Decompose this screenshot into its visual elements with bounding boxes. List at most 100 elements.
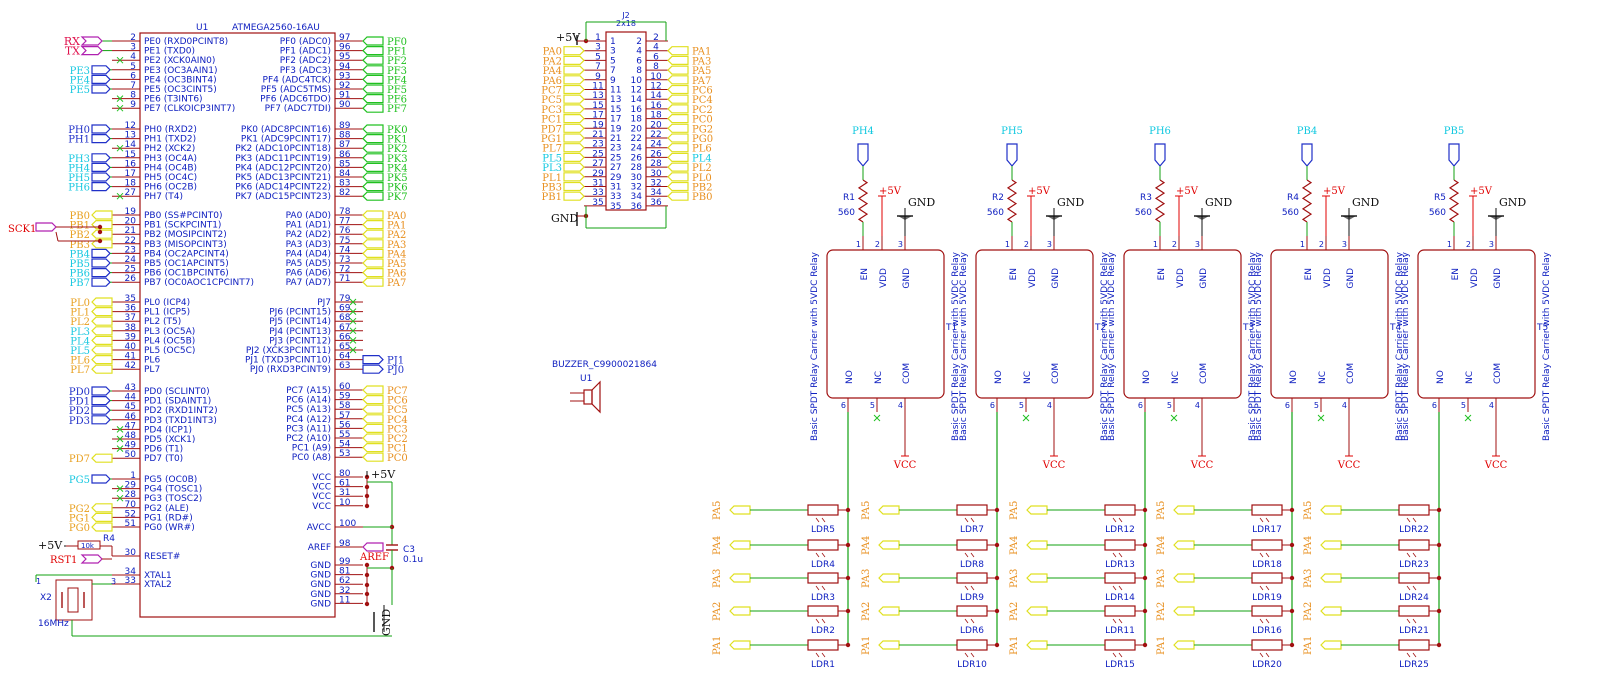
net-label: PA1 (692, 47, 711, 58)
net-label-flag (729, 505, 751, 515)
pin-number: 59 (339, 392, 351, 402)
relay-T5-body (1417, 249, 1536, 399)
pin-name: 36 (631, 202, 643, 212)
net-label: PG2 (692, 124, 713, 135)
net-label: PD3 (69, 416, 90, 427)
power-label: +5V (1176, 186, 1199, 197)
net-label: PJ0 (387, 365, 404, 376)
net-label-flag (362, 355, 384, 365)
net-label: PB2 (70, 230, 90, 241)
pin-name: PJ7 (317, 298, 331, 308)
pin-name: PK2 (ADC10PCINT18) (235, 144, 331, 154)
ldr-arrow (1112, 618, 1117, 624)
net-label-flag (91, 182, 111, 192)
pin-number: 26 (125, 274, 137, 284)
crystal-body (55, 579, 93, 621)
relay-pin-name: VDD (1028, 268, 1038, 288)
relay-ctrl-label: PH5 (1001, 126, 1023, 137)
ldr-ref: LDR15 (1105, 660, 1135, 670)
net-label: PL0 (70, 298, 90, 309)
net-label: PA2 (1156, 602, 1167, 621)
pin-number: 19 (125, 207, 137, 217)
pin-number: 6 (990, 401, 995, 410)
pin-number: 17 (592, 111, 603, 121)
net-label: PE5 (70, 85, 90, 96)
no-connect-mark (116, 435, 124, 443)
net-label: PC4 (387, 415, 408, 426)
relay-pin-name: COM (1199, 363, 1209, 384)
net-label-flag (362, 45, 384, 56)
pin-number: 84 (339, 169, 351, 179)
relay-ctrl-label: PB5 (1444, 126, 1464, 137)
net-label-flag (91, 220, 113, 230)
pin-name: PK1 (ADC9PCINT17) (241, 135, 331, 145)
relay-side-label: Basic SPDT Relay Carrier with 5VDC Relay (1248, 251, 1258, 441)
ldr-arrow (1412, 652, 1417, 658)
pin-name: 5 (610, 56, 616, 66)
relay-pin-name: COM (1051, 363, 1061, 384)
ldr-arrow (1118, 618, 1123, 624)
net-label: PF4 (387, 75, 407, 86)
relay-ref: T2 (1094, 323, 1106, 333)
pin-number: 41 (125, 352, 136, 362)
relay-side-label: Basic SPDT Relay Carrier with 5VDC Relay (959, 251, 969, 441)
net-label-flag (35, 222, 57, 232)
net-label: PD0 (69, 387, 90, 398)
net-label-flag (91, 326, 113, 336)
net-label: PL7 (70, 365, 90, 376)
relay-pin-name: COM (1493, 363, 1503, 384)
net-label-flag (91, 248, 111, 258)
pin-number: 3 (1047, 240, 1052, 249)
pin-name: PG5 (OC0B) (144, 475, 197, 485)
net-label-flag (857, 143, 869, 167)
no-connect-mark (349, 298, 357, 306)
ldr-body (956, 605, 988, 617)
ldr-arrow (970, 552, 975, 558)
pin-number: 1 (130, 471, 136, 481)
ldr-arrow (970, 585, 975, 591)
power-label: +5V (556, 31, 581, 44)
pin-number: 90 (339, 100, 351, 110)
net-label: PK7 (387, 192, 408, 203)
ldr-body (1251, 539, 1283, 551)
net-label-flag (667, 104, 689, 114)
pin-name: PA5 (AD5) (286, 259, 331, 269)
net-label: PL5 (70, 346, 90, 357)
resistor-value: 560 (1282, 208, 1299, 218)
junction-dot (1289, 608, 1295, 614)
net-label: PA4 (1303, 536, 1314, 555)
relay-pin-name: NO (994, 370, 1004, 384)
relay-side-label: Basic SPDT Relay Carrier with 5VDC Relay (810, 251, 820, 441)
ldr-body (1104, 504, 1136, 516)
pin-number: 72 (339, 265, 350, 275)
pin-number: 18 (650, 111, 662, 121)
net-label: PD7 (541, 124, 562, 135)
pin-number: 23 (592, 140, 603, 150)
j2-ref: J2 (621, 11, 629, 20)
pin-number: 2 (875, 240, 880, 249)
net-label-flag (91, 268, 111, 278)
net-label-flag (91, 172, 111, 182)
buzzer-body (583, 389, 593, 405)
power-label: +5V (1028, 186, 1051, 197)
net-label: PH0 (68, 125, 90, 136)
pin-number: 13 (125, 131, 136, 141)
net-label: PL1 (70, 308, 90, 319)
pin-name: PF4 (ADC4TCK) (263, 75, 331, 85)
pin-number: 50 (125, 450, 137, 460)
net-label-flag (1173, 640, 1195, 650)
net-label-flag (667, 94, 689, 104)
pin-number: 2 (1319, 240, 1324, 249)
net-label-flag (1026, 640, 1048, 650)
net-label: PH4 (68, 163, 90, 174)
pin-number: 13 (592, 91, 603, 101)
net-label: PA4 (861, 536, 872, 555)
ldr-arrow (1112, 652, 1117, 658)
junction-dot (364, 591, 370, 597)
net-label-flag (563, 46, 585, 56)
junction-dot (97, 238, 103, 244)
ldr-arrow (815, 652, 820, 658)
net-label-flag (362, 414, 384, 424)
pin-name: PJ3 (PCINT12) (269, 336, 331, 346)
relay-ref: T5 (1536, 323, 1548, 333)
